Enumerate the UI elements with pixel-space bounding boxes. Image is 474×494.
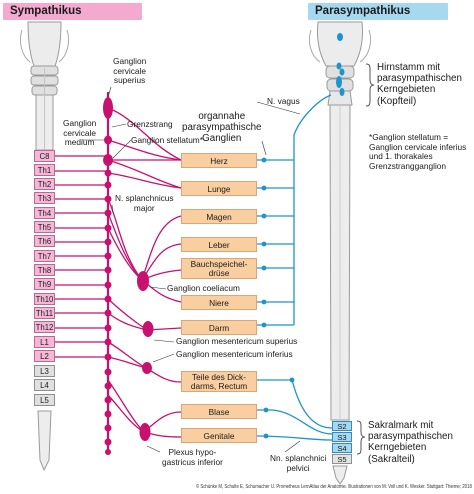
segment-s2: S2 (332, 421, 352, 431)
label-nn-splanchnici-pelvici: Nn. splanchnici pelvici (270, 453, 327, 473)
segment-th5: Th5 (34, 221, 55, 233)
segment-th6: Th6 (34, 235, 55, 247)
organ-magen: Magen (181, 209, 257, 224)
label-grenzstrang: Grenzstrang (127, 119, 173, 129)
label-ganglion-coeliacum: Ganglion coeliacum (167, 283, 240, 293)
copyright-credit: © Schünke M, Schulte E, Schumacher U. Pr… (196, 484, 472, 490)
leader-lines (82, 86, 301, 453)
label-n-splanchnicus-major: N. splanchnicus major (115, 193, 174, 213)
segment-th4: Th4 (34, 207, 55, 219)
label-ganglion-mesentericum-superius: Ganglion mesentericum superius (176, 336, 298, 346)
organ-niere: Niere (181, 295, 257, 310)
segment-c8: C8 (34, 150, 55, 162)
segment-l2: L2 (34, 350, 55, 362)
right-brainstem (308, 21, 372, 485)
organ-lunge: Lunge (181, 181, 257, 196)
organ-darm: Darm (181, 320, 257, 335)
segment-l4: L4 (34, 379, 55, 391)
segment-l3: L3 (34, 365, 55, 377)
ganglion-mesentericum-inferius (142, 362, 152, 374)
sympathikus-header: Sympathikus (3, 3, 142, 20)
left-spinal-cord-tail (37, 410, 52, 472)
segment-th2: Th2 (34, 178, 55, 190)
ganglion-coeliacum (137, 271, 149, 291)
ganglion-mesentericum-superius (142, 321, 154, 337)
organ-leber: Leber (181, 237, 257, 252)
organ-blase: Blase (181, 404, 257, 419)
segment-th7: Th7 (34, 250, 55, 262)
label-organnahe-ganglien: organnahe parasympathische Ganglien (182, 111, 262, 145)
label-plexus-hypogastricus-inferior: Plexus hypo- gastricus inferior (162, 447, 223, 467)
organ-dickdarm-rectum: Teile des Dick- darms, Rectum (181, 371, 257, 392)
segment-th9: Th9 (34, 278, 55, 290)
label-n-vagus: N. vagus (267, 96, 300, 106)
plexus-hypogastricus-inferior (139, 423, 151, 441)
segment-s4: S4 (332, 443, 352, 453)
organ-bauchspeicheldruese: Bauchspeichel- drüse (181, 258, 257, 279)
segment-s5: S5 (332, 454, 352, 464)
segment-th8: Th8 (34, 264, 55, 276)
segment-th11: Th11 (34, 307, 55, 319)
parasympathikus-header: Parasympathikus (308, 3, 448, 20)
segment-th3: Th3 (34, 192, 55, 204)
segment-l5: L5 (34, 394, 55, 406)
organ-herz: Herz (181, 153, 257, 168)
organ-genitale: Genitale (181, 428, 257, 443)
segment-s3: S3 (332, 432, 352, 442)
parasympathetic-ganglia (261, 157, 295, 439)
ganglion-cervicale-superius (103, 97, 113, 119)
sympathetic-ganglia (103, 97, 154, 455)
label-stellatum-note: *Ganglion stellatum = Ganglion cervicale… (369, 132, 467, 171)
label-ganglion-cervicale-superius: Ganglion cervicale superius (113, 56, 147, 86)
label-ganglion-mesentericum-inferius: Ganglion mesentericum inferius (176, 349, 293, 359)
left-brainstem (19, 21, 70, 151)
segment-th12: Th12 (34, 321, 55, 333)
parasympathetic-pathways (256, 94, 333, 441)
segment-th1: Th1 (34, 164, 55, 176)
label-hirnstamm: Hirnstamm mit parasympathischen Kerngebi… (377, 62, 462, 107)
label-ganglion-stellatum: Ganglion stellatum* (131, 135, 203, 145)
segment-th10: Th10 (34, 293, 55, 305)
segment-l1: L1 (34, 336, 55, 348)
label-ganglion-cervicale-medium: Ganglion cervicale medium (63, 118, 97, 148)
label-sakralmark: Sakralmark mit parasympathischen Kerngeb… (368, 420, 453, 465)
